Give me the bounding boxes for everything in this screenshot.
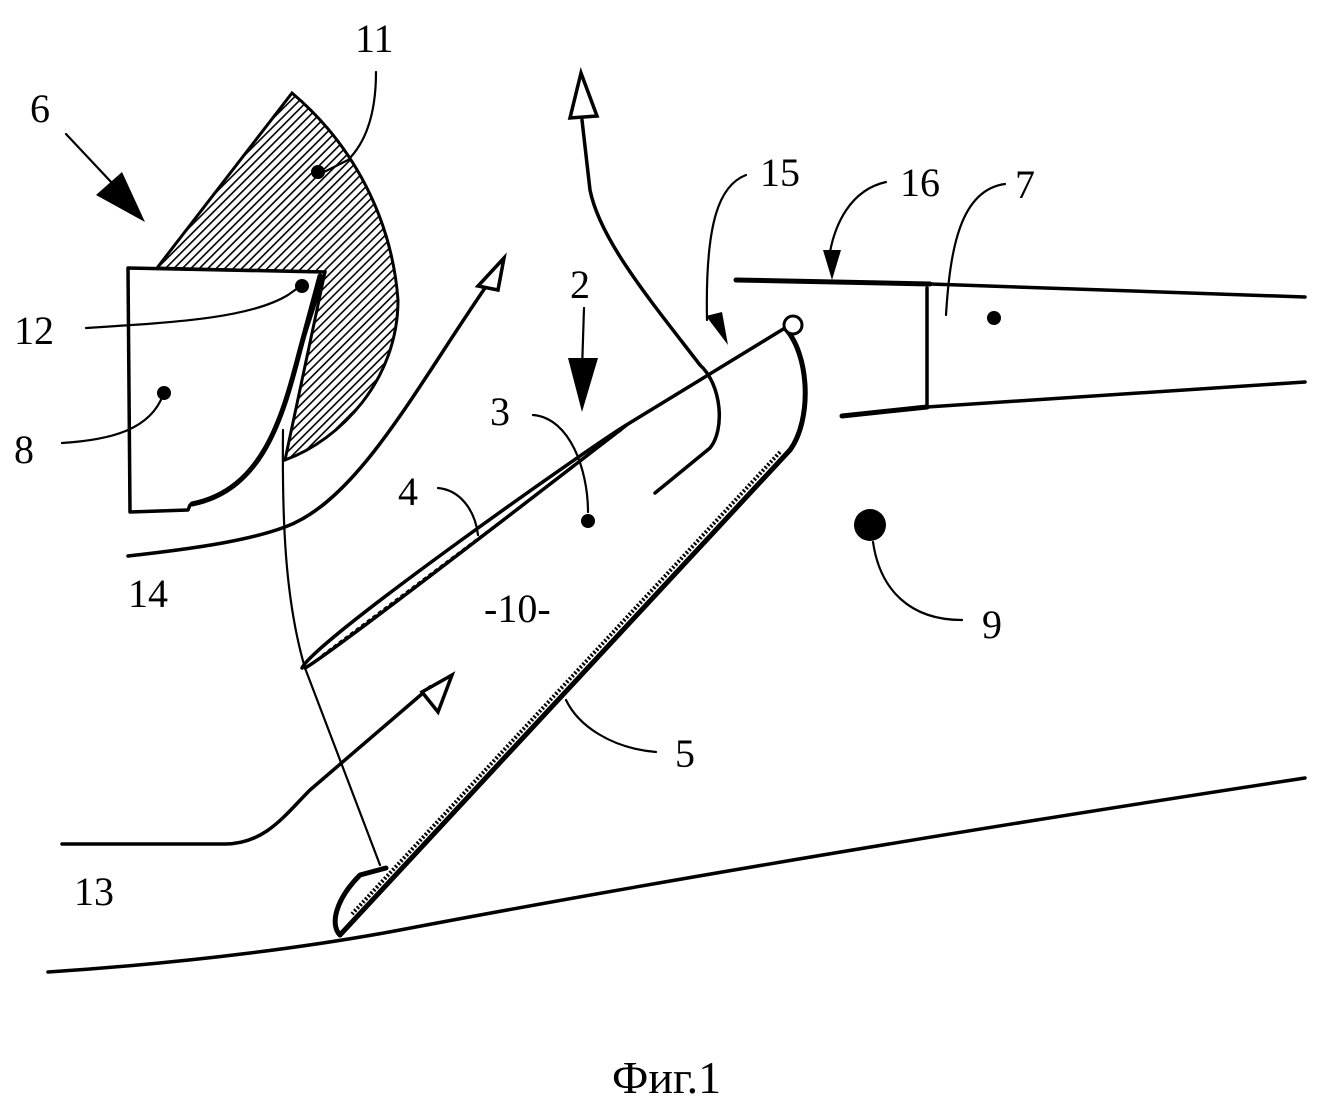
label-14: 14 bbox=[128, 571, 168, 616]
leader-11 bbox=[316, 70, 378, 177]
label-5: 5 bbox=[675, 731, 695, 776]
upper-flow-path bbox=[126, 273, 496, 558]
leader-4 bbox=[436, 486, 480, 537]
exit-flow-arrowhead bbox=[567, 67, 600, 120]
left-block bbox=[126, 266, 327, 514]
figure-caption: Фиг.1 bbox=[612, 1052, 721, 1103]
leader-8-dot bbox=[157, 386, 171, 400]
hinge-circle bbox=[782, 314, 804, 336]
leader-16-arrowhead bbox=[823, 250, 841, 280]
left-block-profile bbox=[189, 273, 323, 507]
upper-plate bbox=[733, 277, 933, 287]
lower-flap-surface bbox=[332, 447, 793, 938]
leader-11-dot bbox=[311, 165, 325, 179]
label-6: 6 bbox=[30, 86, 50, 131]
exit-flow-path bbox=[580, 118, 722, 495]
label-11: 11 bbox=[355, 16, 394, 61]
lower-flow-path bbox=[60, 685, 432, 846]
leader-3 bbox=[531, 413, 590, 514]
right-channel-top bbox=[928, 282, 1307, 299]
right-channel-bottom bbox=[839, 404, 930, 419]
lower-flow-arrowhead bbox=[419, 671, 456, 716]
leader-7 bbox=[944, 182, 1007, 317]
label-10: -10- bbox=[484, 586, 551, 631]
axis-point bbox=[854, 509, 886, 541]
leader-12 bbox=[84, 283, 304, 330]
leader-9 bbox=[871, 540, 964, 622]
label-13: 13 bbox=[74, 869, 114, 914]
upper-flap-surface bbox=[300, 326, 787, 670]
upper-flow-arrowhead bbox=[474, 252, 507, 293]
flap-nose bbox=[782, 325, 808, 453]
leader-5 bbox=[564, 698, 658, 754]
leader-15-arrowhead bbox=[706, 312, 728, 345]
label-4: 4 bbox=[398, 469, 418, 514]
lower-contour bbox=[46, 776, 1307, 974]
label-15: 15 bbox=[760, 150, 800, 195]
label-2: 2 bbox=[570, 262, 590, 307]
leader-8 bbox=[60, 393, 165, 445]
label-9: 9 bbox=[982, 602, 1002, 647]
hatched-sector bbox=[154, 90, 400, 463]
assembly-arrow-head bbox=[96, 172, 145, 222]
leader-7-dot bbox=[987, 311, 1001, 325]
label-12: 12 bbox=[14, 308, 54, 353]
leader-15 bbox=[705, 173, 748, 322]
leader-3-dot bbox=[581, 514, 595, 528]
leader-16 bbox=[828, 180, 888, 254]
sector-boundary-line bbox=[281, 428, 382, 867]
label-3: 3 bbox=[490, 389, 510, 434]
label-7: 7 bbox=[1015, 162, 1035, 207]
leader-12-dot bbox=[295, 279, 309, 293]
label-16: 16 bbox=[900, 160, 940, 205]
lower-flap-inner bbox=[350, 450, 782, 916]
right-channel-bottom-ext bbox=[925, 380, 1307, 409]
label-8: 8 bbox=[14, 427, 34, 472]
flap-assembly-arrow-head bbox=[568, 358, 598, 412]
